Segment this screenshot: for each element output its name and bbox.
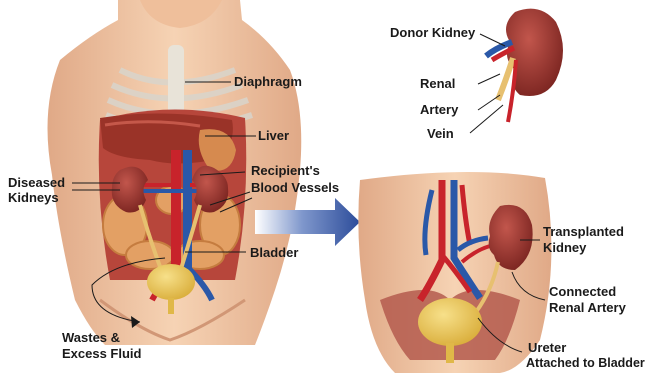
connected-renal-artery-label-line2: Renal Artery (549, 300, 626, 315)
wastes-label-line2: Excess Fluid (62, 346, 141, 361)
diseased-kidneys-label-line1: Diseased (8, 175, 65, 190)
pelvis-bladder (418, 298, 482, 346)
renal-label: Renal (420, 76, 455, 91)
connected-renal-artery-label-line1: Connected (549, 284, 616, 299)
recipient-pelvis (358, 172, 551, 373)
transplanted-kidney-label-line2: Kidney (543, 240, 586, 255)
donor-kidney-group (486, 9, 563, 122)
bladder-label: Bladder (250, 245, 298, 260)
recipients-label-line1: Recipient's (251, 163, 320, 178)
diseased-kidneys-label-line2: Kidneys (8, 190, 59, 205)
ureter-label-line2: Attached to Bladder (526, 356, 645, 371)
vein-label: Vein (427, 126, 454, 141)
recipients-label-line2: Blood Vessels (251, 180, 339, 195)
recipient-bladder (147, 264, 195, 300)
ureter-label-line1: Ureter (528, 340, 566, 355)
liver-label: Liver (258, 128, 289, 143)
diaphragm-label: Diaphragm (234, 74, 302, 89)
donor-kidney-label: Donor Kidney (390, 25, 475, 40)
wastes-label-line1: Wastes & (62, 330, 120, 345)
transplanted-kidney-label-line1: Transplanted (543, 224, 624, 239)
artery-label: Artery (420, 102, 458, 117)
